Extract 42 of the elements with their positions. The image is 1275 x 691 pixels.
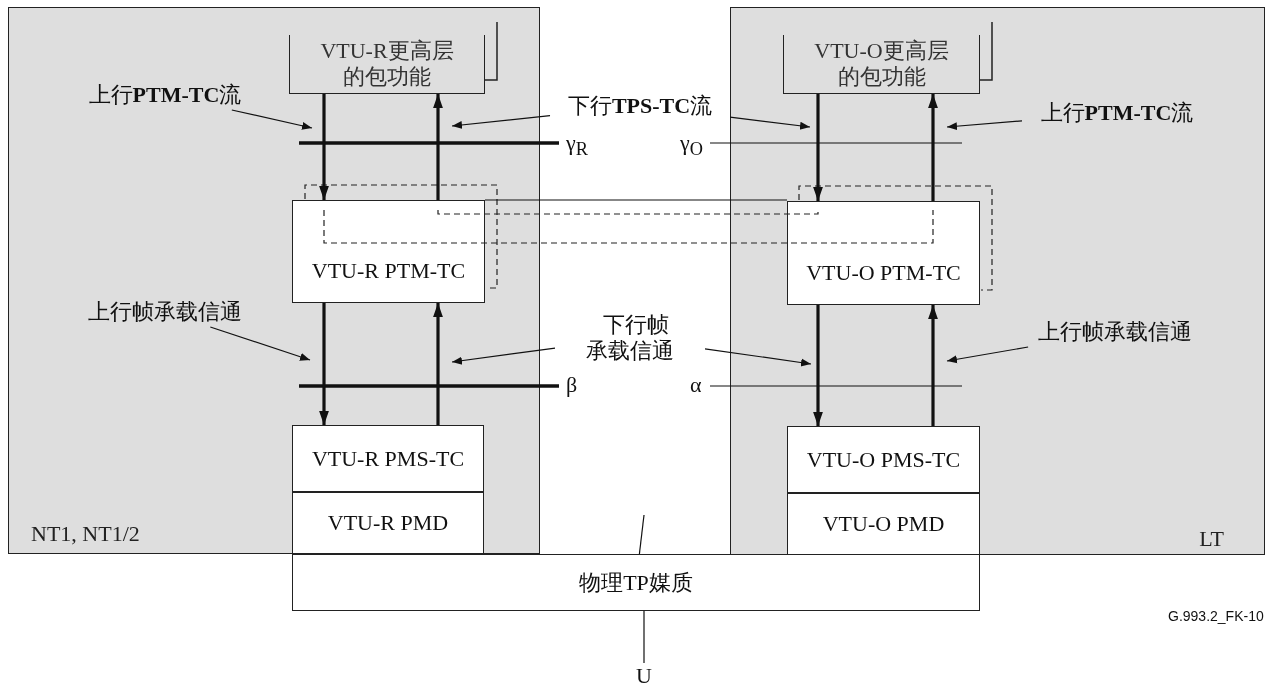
flow-arrow [433,303,443,425]
function-box: VTU-O更高层的包功能 [783,35,980,94]
layer-box: VTU-O PMS-TC [787,426,980,493]
flow-arrow [433,94,443,200]
layer-box: VTU-O PTM-TC [787,201,980,305]
flow-label: 上行PTM-TC流 [1022,98,1212,128]
interface-label: β [566,372,578,398]
flow-arrow [928,94,938,201]
figure-id: G.993.2_FK-10 [1168,608,1264,624]
interface-label: γ$_{R}$ [566,130,588,161]
interface-label: γ$_{O}$ [680,130,703,161]
flow-label: 上行帧承载信通 [75,297,255,327]
equipment-panel: LT VTU-O更高层的包功能 VTU-O PTM-TC VTU-O PMS-TC VTU-O PMD 上行PTM-TC流 上行帧承载信通 [730,7,1265,555]
connector-line [484,199,788,201]
leader-arrow [451,115,551,129]
flow-arrow [319,303,329,425]
interface-label: α [690,372,702,398]
layer-box: VTU-O PMD [787,493,980,555]
leader-arrow [729,116,811,130]
leader-arrow [451,347,556,365]
leader-arrow [946,120,1023,131]
connector-line [643,610,645,664]
layer-box: VTU-R PMD [292,492,484,554]
flow-label: 下行TPS-TC流 [550,91,730,121]
connector-line [638,514,645,555]
leader-arrow [704,348,812,367]
interface-label: U [632,663,656,689]
leader-arrow [231,109,313,130]
flow-arrow [813,94,823,201]
flow-label: 上行帧承载信通 [1020,317,1210,347]
flow-arrow [928,305,938,426]
flow-label: 上行PTM-TC流 [80,80,250,110]
layer-box: VTU-R PMS-TC [292,425,484,492]
function-box: VTU-R更高层的包功能 [289,35,485,94]
layer-box: 物理TP媒质 [292,554,980,611]
flow-arrow [813,305,823,426]
equipment-panel: NT1, NT1/2 VTU-R更高层的包功能 VTU-R PTM-TC VTU-R PMS-TC VTU-R PMD 上行PTM-TC流 上行帧承载信通 [8,7,540,554]
flow-arrow [319,94,329,200]
leader-arrow [946,346,1029,364]
flow-label: 下行帧承载信通 [555,310,705,366]
layer-box: VTU-R PTM-TC [292,200,485,303]
leader-arrow [209,326,311,361]
